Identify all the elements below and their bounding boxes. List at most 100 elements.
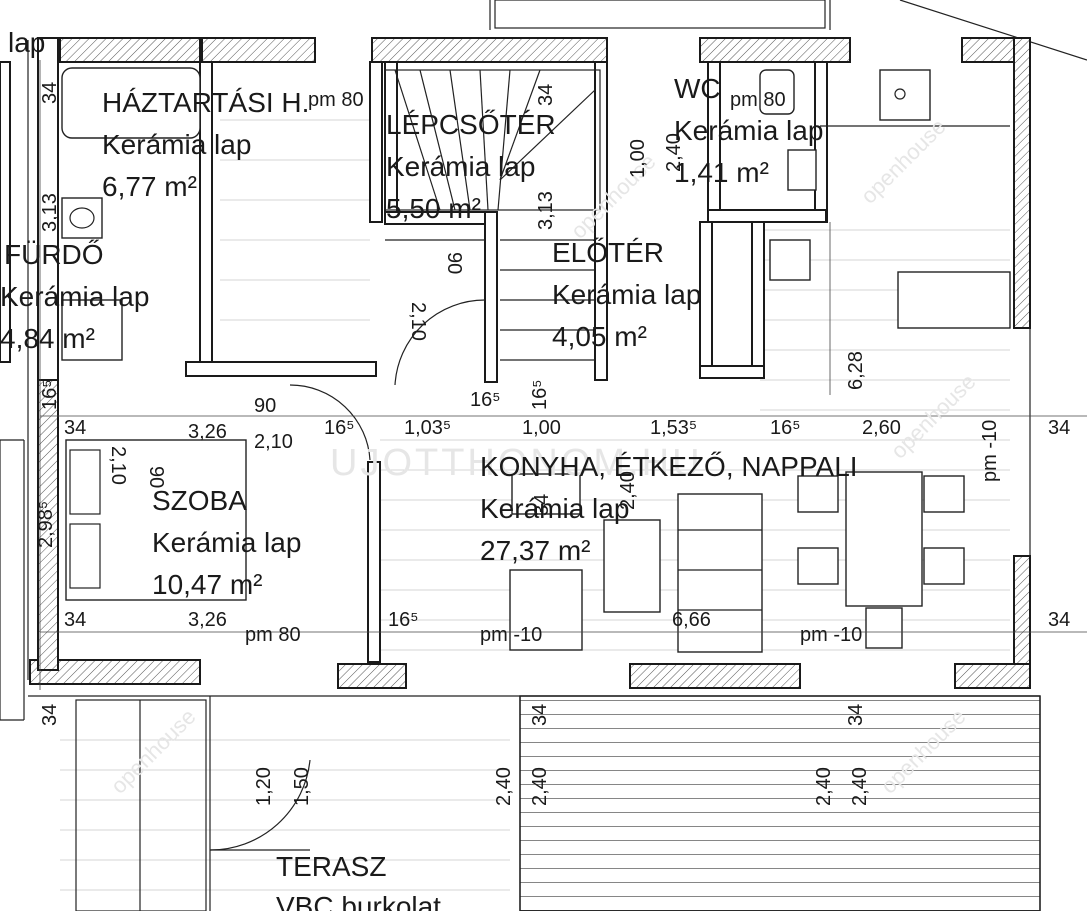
dim-row1-5: 1,53⁵	[650, 417, 697, 439]
room-terasz-material: VBC burkolat	[276, 891, 441, 911]
dim-v-19: 1,50	[291, 767, 313, 806]
dimension-lines	[39, 60, 1087, 690]
furniture	[61, 67, 1011, 911]
dim-v-10: 16⁵	[470, 389, 501, 411]
dimension-labels: 34 90 3,26 2,10 16⁵ 1,03⁵ 1,00 1,53⁵ 16⁵…	[35, 82, 1070, 806]
chair-5	[865, 607, 903, 649]
dim-v-14: 2,98⁵	[35, 501, 57, 548]
washbasin-bath	[61, 197, 103, 239]
room-furdo-area: 4,84 m²	[0, 323, 95, 354]
dim-v-23: 2,40	[813, 767, 835, 806]
dim-row1-0: 3,26	[188, 421, 227, 443]
wc-sink	[787, 149, 817, 191]
room-haztartasi-name: HÁZTARTÁSI H.	[102, 87, 309, 118]
dim-v-4: 34	[535, 84, 557, 106]
staircase	[384, 69, 601, 361]
dim-v-20: 2,40	[493, 767, 515, 806]
room-labels: lap HÁZTARTÁSI H. Kerámia lap 6,77 m² pm…	[0, 27, 1001, 911]
bathtub	[61, 67, 201, 139]
dim-v-21: 2,40	[529, 767, 551, 806]
room-konyha-level-c: pm -10	[979, 420, 1001, 482]
dim-v-12: 2,10	[107, 446, 129, 485]
room-konyha-material: Kerámia lap	[480, 493, 629, 524]
dim-row2-3: 6,66	[672, 609, 711, 631]
sofa	[677, 493, 763, 653]
dim-row1-1: 2,10	[254, 431, 293, 453]
top-fragment: lap	[8, 27, 45, 58]
room-szoba-area: 10,47 m²	[152, 569, 263, 600]
chair-3	[923, 475, 965, 513]
room-szoba-material: Kerámia lap	[152, 527, 301, 558]
dim-v-9: 16⁵	[529, 379, 551, 410]
dim-row2-0: 34	[64, 609, 86, 631]
wc-toilet	[759, 69, 795, 115]
shower-tray	[61, 299, 123, 361]
dim-v-18: 1,20	[253, 767, 275, 806]
dim-v-0: 34	[39, 82, 61, 104]
bed	[65, 439, 247, 601]
dim-v-8: 16⁵	[39, 379, 61, 410]
room-konyha-level-b: pm -10	[800, 624, 862, 646]
dim-v-3: 90	[443, 252, 465, 274]
dim-row1-90: 90	[254, 395, 276, 417]
door-swings	[209, 299, 486, 851]
dim-row1-left: 34	[64, 417, 86, 439]
room-wc-name: WC	[674, 73, 721, 104]
dim-v-22: 34	[529, 704, 551, 726]
dim-row2-1: 3,26	[188, 609, 227, 631]
dim-row1-7: 2,60	[862, 417, 901, 439]
walls	[0, 37, 1031, 689]
dim-v-1: 3,13	[39, 193, 61, 232]
kitchen-island	[897, 271, 1011, 329]
room-haztartasi-area: 6,77 m²	[102, 171, 197, 202]
dim-v-25: 34	[845, 704, 867, 726]
armchair-2	[509, 569, 583, 651]
watermark-site: UJOTTHONOM.HU	[330, 442, 703, 484]
room-haztartasi-level: pm 80	[308, 89, 364, 111]
chair-2	[797, 547, 839, 585]
dim-row1-2: 16⁵	[324, 417, 355, 439]
room-haztartasi-material: Kerámia lap	[102, 129, 251, 160]
chair-1	[797, 475, 839, 513]
dim-v-15: 34	[39, 704, 61, 726]
room-wc-area: 1,41 m²	[674, 157, 769, 188]
dim-v-2: 2,10	[407, 302, 429, 341]
dim-v-16: 2,40	[617, 471, 639, 510]
dim-row1-3: 1,03⁵	[404, 417, 451, 439]
dim-v-13: 90	[145, 466, 167, 488]
dim-v-5: 3,13	[535, 191, 557, 230]
room-terasz-name: TERASZ	[276, 851, 386, 882]
room-konyha-level-a: pm -10	[480, 624, 542, 646]
room-wc-level: pm 80	[730, 89, 786, 111]
watermark-brand-2: openhouse	[106, 704, 201, 799]
room-eloter-material: Kerámia lap	[552, 279, 701, 310]
room-lepcsoter-name: LÉPCSŐTÉR	[386, 109, 556, 140]
dim-v-17: 34	[531, 494, 553, 516]
dining-table	[845, 471, 923, 607]
dim-row1-4: 1,00	[522, 417, 561, 439]
dim-row2-2: 16⁵	[388, 609, 419, 631]
dim-row1-8: 34	[1048, 417, 1070, 439]
room-wc-material: Kerámia lap	[674, 115, 823, 146]
room-konyha-area: 27,37 m²	[480, 535, 591, 566]
room-eloter-area: 4,05 m²	[552, 321, 647, 352]
dim-row1-6: 16⁵	[770, 417, 801, 439]
chair-4	[923, 547, 965, 585]
room-furdo-material: Kerámia lap	[0, 281, 149, 312]
armchair-1	[511, 473, 581, 515]
fridge	[769, 239, 811, 281]
coffee-table	[603, 519, 661, 613]
room-furdo-name: FÜRDŐ	[4, 239, 104, 270]
watermark-brand-1: openhouse	[856, 114, 951, 209]
dim-v-24: 2,40	[849, 767, 871, 806]
room-lepcsoter-area: 5,50 m²	[386, 193, 481, 224]
dim-v-7: 2,40	[663, 133, 685, 172]
room-szoba-level: pm 80	[245, 624, 301, 646]
room-eloter-name: ELŐTÉR	[552, 237, 664, 268]
room-szoba-name: SZOBA	[152, 485, 247, 516]
room-konyha-name: KONYHA, ÉTKEZŐ, NAPPALI	[480, 451, 858, 482]
dim-v-11: 6,28	[845, 351, 867, 390]
room-lepcsoter-material: Kerámia lap	[386, 151, 535, 182]
dim-row2-4: 34	[1048, 609, 1070, 631]
